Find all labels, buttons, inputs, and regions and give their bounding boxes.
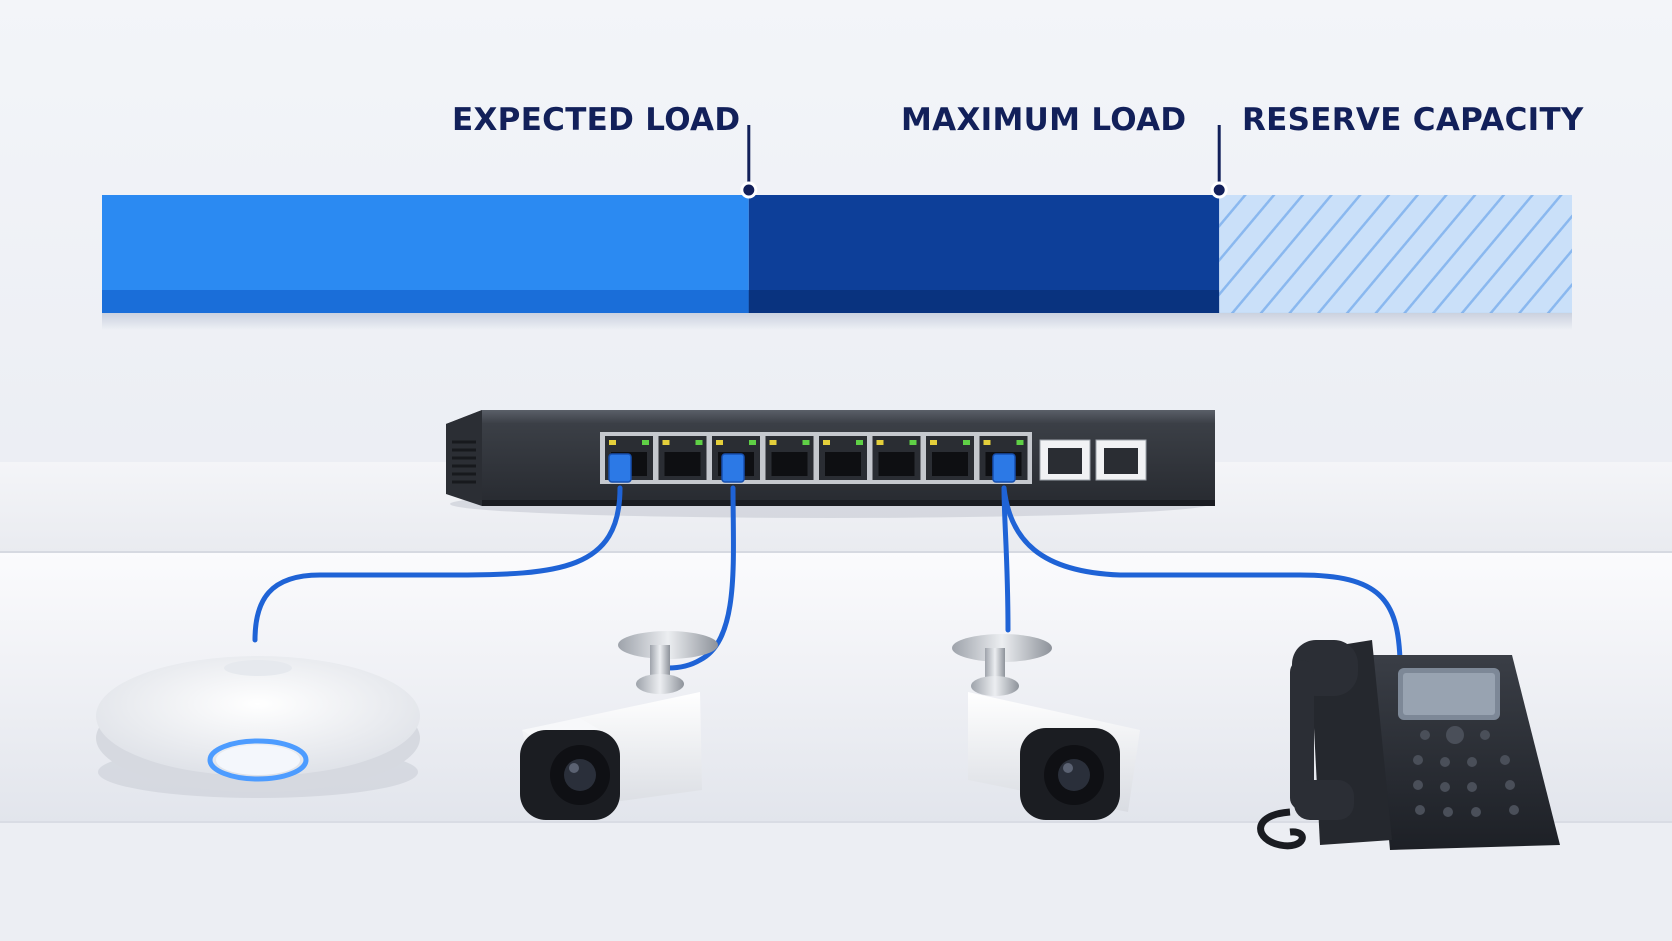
- port-led-icon: [963, 440, 970, 445]
- expected-load-shade: [102, 290, 749, 313]
- reserve-capacity-segment: [1219, 195, 1572, 313]
- camera-icon: [520, 631, 718, 820]
- port-led-icon: [609, 440, 616, 445]
- port-led-icon: [856, 440, 863, 445]
- port-led-icon: [983, 440, 991, 445]
- maximum-load-marker-dot: [1210, 181, 1228, 199]
- port-led-icon: [909, 440, 917, 445]
- port-led-icon: [930, 440, 937, 445]
- port-led-icon: [662, 440, 670, 445]
- maximum-load-shade: [748, 290, 1220, 313]
- camera-icon: [952, 634, 1140, 820]
- poe-switch: [446, 410, 1215, 518]
- maximum-load-label: MAXIMUM LOAD: [901, 102, 1187, 138]
- reserve-capacity-label: RESERVE CAPACITY: [1242, 102, 1584, 138]
- port-led-icon: [802, 440, 810, 445]
- port-led-icon: [769, 440, 777, 445]
- port-led-icon: [642, 440, 649, 445]
- port-led-icon: [695, 440, 703, 445]
- expected-load-marker-dot: [740, 181, 758, 199]
- vent-icon: [452, 440, 476, 484]
- port-led-icon: [876, 440, 884, 445]
- port-led-icon: [716, 440, 723, 445]
- cable-to-access-point: [252, 485, 623, 643]
- cable-to-phone: [1001, 485, 1403, 663]
- port-led-icon: [823, 440, 830, 445]
- port-led-icon: [749, 440, 756, 445]
- access-point-icon: [96, 656, 420, 798]
- port-led-icon: [1016, 440, 1024, 445]
- rj45-plugs: [608, 453, 1016, 483]
- phone-icon: [1257, 640, 1560, 850]
- expected-load-label: EXPECTED LOAD: [452, 102, 741, 138]
